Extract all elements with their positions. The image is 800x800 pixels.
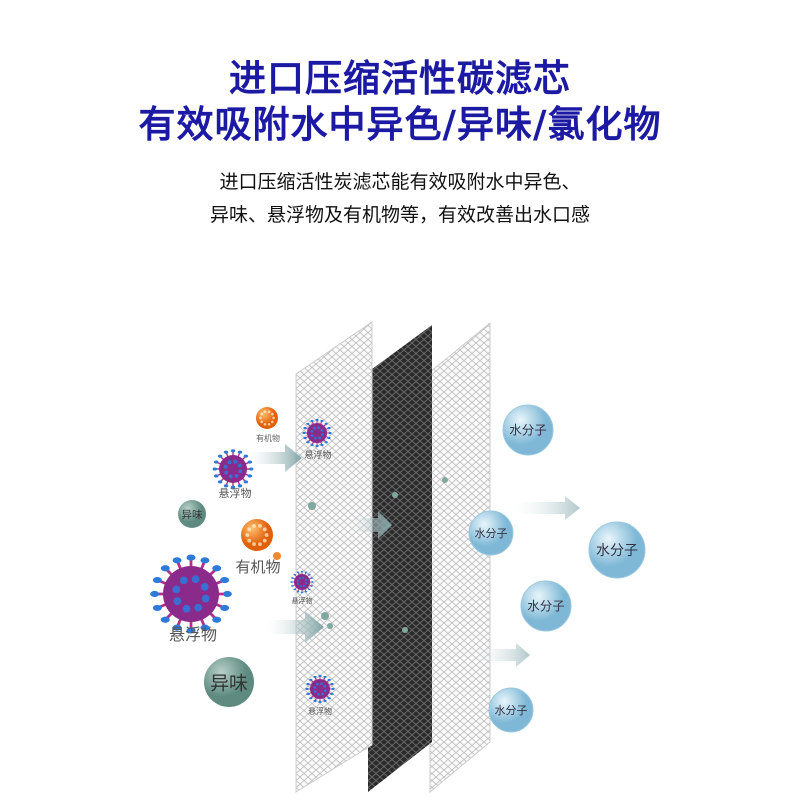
description-line-2: 异味、悬浮物及有机物等，有效改善出水口感 (209, 204, 590, 226)
flow-arrow (248, 444, 302, 472)
water-molecule: 水分子 (468, 510, 514, 556)
water-label: 水分子 (527, 599, 565, 614)
water-molecule: 水分子 (520, 580, 572, 632)
flow-arrow (476, 643, 530, 667)
particle-label: 异味 (182, 509, 203, 521)
droplet (442, 477, 448, 483)
water-label: 水分子 (509, 423, 547, 438)
organic-particle: 有机物 (256, 407, 280, 443)
description-line-1: 进口压缩活性炭滤芯能有效吸附水中异色、 (219, 171, 581, 193)
water-molecule: 水分子 (488, 687, 534, 733)
organic-particle: 有机物 (235, 519, 281, 576)
particle-label: 悬浮物 (304, 449, 331, 461)
filter-layer-inner (295, 321, 373, 793)
particle-label: 悬浮物 (292, 596, 313, 605)
flow-arrows (248, 444, 580, 667)
headline-line-2: 有效吸附水中异色/异味/氯化物 (138, 103, 662, 146)
particle-label: 悬浮物 (219, 486, 252, 500)
suspended-particle: 悬浮物 (150, 554, 232, 644)
particle-label: 有机物 (235, 558, 280, 576)
flow-arrow (268, 611, 324, 643)
flow-arrow (515, 496, 580, 520)
water-label: 水分子 (475, 527, 508, 540)
droplet (321, 612, 329, 620)
filter-layer-carbon (368, 325, 432, 792)
water-molecule: 水分子 (588, 521, 646, 579)
filter-layer-outer (429, 321, 491, 794)
droplet (327, 623, 333, 629)
headline-line-1: 进口压缩活性碳滤芯 (229, 57, 571, 100)
particle-label: 异味 (210, 673, 248, 695)
suspended-particle: 悬浮物 (212, 449, 254, 500)
trapped-suspended-particle: 悬浮物 (290, 570, 314, 605)
particle-label: 有机物 (256, 433, 280, 443)
droplet (392, 492, 398, 498)
water-label: 水分子 (596, 543, 638, 559)
particle-label: 悬浮物 (169, 625, 217, 644)
water-label: 水分子 (495, 704, 528, 717)
odor-particle: 异味 (204, 657, 254, 707)
particle-label: 悬浮物 (308, 706, 332, 716)
droplet (308, 502, 316, 510)
odor-particle: 异味 (178, 500, 206, 528)
trapped-suspended-particle: 悬浮物 (302, 418, 332, 461)
droplet (402, 627, 408, 633)
water-molecule: 水分子 (502, 404, 554, 456)
trapped-suspended-particle: 悬浮物 (305, 674, 335, 716)
flow-arrow (352, 511, 392, 539)
